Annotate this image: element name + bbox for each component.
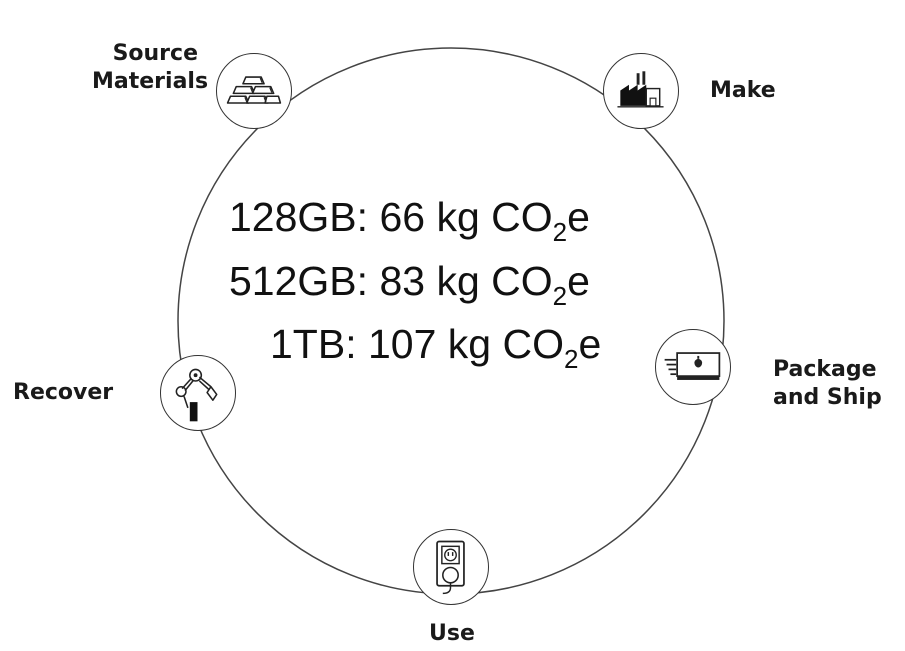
- gold-bars-icon: [216, 53, 292, 129]
- power-outlet-icon: [413, 529, 489, 605]
- footprint-1tb: 1TB: 107 kg CO2e: [270, 321, 602, 374]
- stage-label-source-materials: Source Materials: [92, 40, 209, 96]
- stage-label-use: Use: [429, 621, 475, 646]
- stage-label-recover: Recover: [13, 380, 114, 405]
- delivery-truck-icon: [655, 329, 731, 405]
- stage-label-make: Make: [710, 78, 776, 103]
- footprint-128gb: 128GB: 66 kg CO2e: [229, 194, 590, 247]
- source-materials-line1: Source: [112, 41, 198, 66]
- source-materials-line2: Materials: [92, 69, 209, 94]
- factory-icon: [603, 53, 679, 129]
- robot-arm-icon: [160, 355, 236, 431]
- footprint-512gb: 512GB: 83 kg CO2e: [229, 258, 590, 311]
- stage-label-package-and-ship: Package and Ship: [773, 357, 882, 410]
